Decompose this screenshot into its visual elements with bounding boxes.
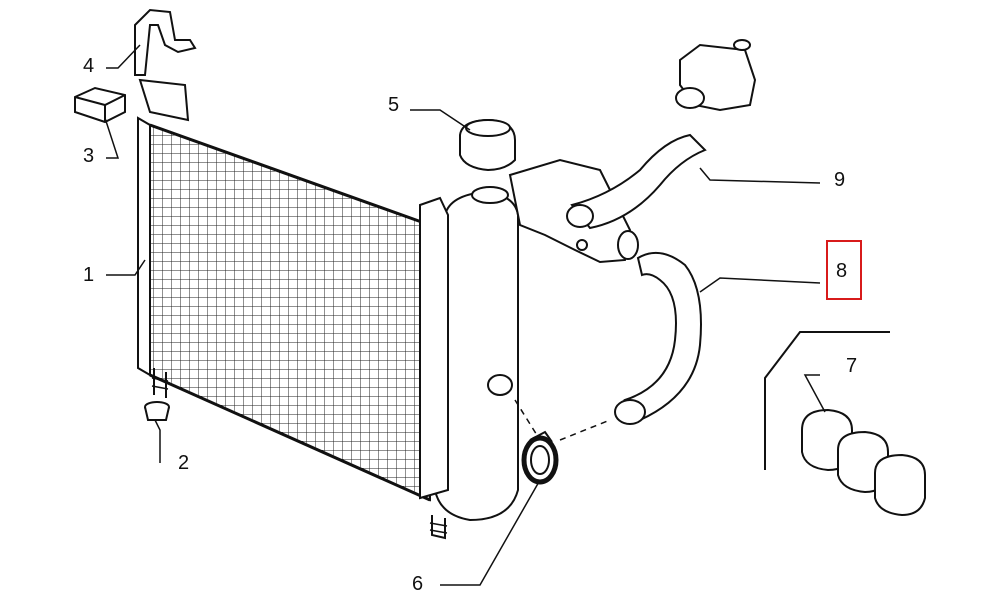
callout-8-highlight-box [826,240,862,300]
detail-frame [764,331,890,470]
callout-4: 4 [83,55,95,77]
leader-lines [104,44,826,586]
expansion-tank [419,186,519,540]
callout-6: 6 [412,573,424,595]
filler-cap [459,118,516,172]
top-clip [134,8,197,76]
callout-3: 3 [83,145,95,167]
lower-hose [623,251,702,422]
water-outlet-fitting [675,39,757,112]
grommet [144,401,170,421]
callout-9: 9 [834,169,846,191]
callout-1: 1 [83,264,95,286]
radiator-core [137,78,431,502]
upper-hose [570,133,707,230]
callout-8: 8 [836,260,848,282]
callout-2: 2 [178,452,190,474]
rubber-mount [74,86,126,124]
callout-5: 5 [388,94,400,116]
hose-clamp [521,430,559,485]
assembly-dashed-line [514,399,611,441]
clip-set [801,408,926,517]
callout-7: 7 [846,355,858,377]
